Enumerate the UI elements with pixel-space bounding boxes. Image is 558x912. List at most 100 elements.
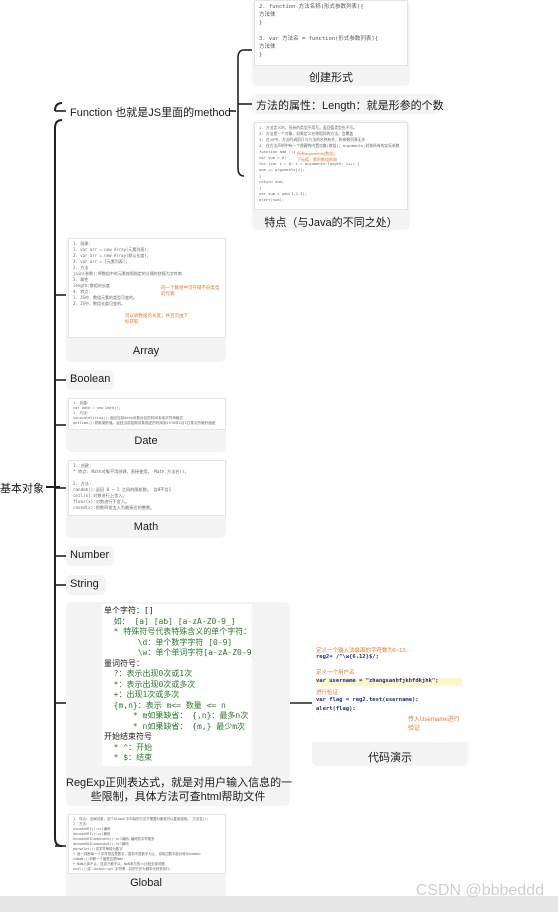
global-text-line: eval():讲 JavaScript 字符串，并把它作为脚本代码来执行。 xyxy=(73,867,173,871)
array-text-line: 4. 特点: xyxy=(73,289,91,294)
function-feature-caption: 特点（与Java的不同之处） xyxy=(264,217,398,229)
global-text-line: encodeURI():url编码 xyxy=(73,827,111,831)
feature-code-line: sum += arguments[i]; xyxy=(259,167,305,172)
array-node[interactable]: 1. 创建: 1. var arr = new Array(元素列表); 2. … xyxy=(66,238,226,362)
feature-code-line: 4. 在方法声明中有一个隐藏的内置对象(数组)，arguments,封装所有的实… xyxy=(259,143,400,148)
math-thumb: 1. 创建: * 特点: Math对象不用创建，直接使用。 Math.方法名()… xyxy=(68,460,226,516)
array-thumb: 1. 创建: 1. var arr = new Array(元素列表); 2. … xyxy=(68,238,226,338)
regexp-demo-card[interactable]: 定义一个输入法最面的字符数为6~12。 reg2= /^\w{6,12}$/; … xyxy=(312,642,468,766)
global-text-line: * 逐一判断每一个字符是否是数字，直到不是数字为止，将前边数字部分转为numbe… xyxy=(73,852,202,856)
array-text-line: 3. var arr = [元素列表]; xyxy=(73,259,128,264)
root-node: 基本对象 xyxy=(0,483,44,495)
array-text-line: join(参数):将数组中的元素按照指定的分隔符拼接为字符串 xyxy=(73,271,182,276)
demo-note-3: 进行检证 xyxy=(316,690,339,696)
demo-code-3: var flag = reg2.test(username); xyxy=(316,697,419,703)
regexp-rule-line: \d：单个数字字符 [0-9] xyxy=(104,637,233,647)
array-text-line: 1. JS中，数组元素的类型可变的。 xyxy=(73,295,138,300)
global-caption: Global xyxy=(130,877,162,889)
array-text-line: 2. JS中，数组长度可变的。 xyxy=(73,301,126,306)
regexp-rule-line: 单个字符：[] xyxy=(104,606,154,615)
array-note-2: 可以调数组的长度，并且可由下标获取 xyxy=(125,313,188,324)
feature-code-line: 2. 方法是一个对象，如果定义名称相同的方法，会覆盖 xyxy=(259,131,354,136)
function-length-property[interactable]: 方法的属性：Length：就是形参的个数 xyxy=(252,94,444,114)
array-text-line: 1. 创建: xyxy=(73,241,91,246)
regexp-rule-line: 量词符号： xyxy=(104,658,144,668)
array-text-line: 3. 属性 xyxy=(73,277,89,282)
regexp-caption-line1: RegExp正则表达式，就是对用户输入信息的一 xyxy=(66,777,293,789)
feature-code-line: function add (){ xyxy=(259,149,296,154)
regexp-rule-line: +：出现1次或多次 xyxy=(104,690,180,699)
string-node[interactable]: String xyxy=(66,575,106,595)
create-code-line: } xyxy=(259,20,263,26)
global-text-line: 1. 特点: 全局对象，这个Global中封装的方法不需要对象就可以直接调用。 … xyxy=(73,817,209,821)
global-text-line: encodeURIComponent():url编码,编码的字符更多 xyxy=(73,837,155,841)
feature-code-line: var sum = add(1,2,3); xyxy=(259,191,308,196)
date-text-line: var date = new Date(); xyxy=(73,406,121,410)
regexp-rule-line: * 特殊符号代表特殊含义的单个字符： xyxy=(104,627,252,636)
array-caption: Array xyxy=(132,345,160,357)
array-text-line: length:数组的长度 xyxy=(73,283,110,288)
regexp-rule-line: * ^：开始 xyxy=(104,742,153,752)
boolean-label: Boolean xyxy=(70,373,111,385)
create-code-line xyxy=(259,27,403,35)
date-text-line: toLocaleString():返回当前date对象对应的时间本地字符串格式 xyxy=(73,416,184,420)
math-text-line: 2. 方法: xyxy=(73,481,92,486)
create-code-line: 3. var 方法名 = function(形式参数列表){ xyxy=(259,36,379,42)
math-text-line: 1. 创建: xyxy=(73,463,92,468)
date-node[interactable]: 1. 创建: var date = new Date();2. 方法: toLo… xyxy=(66,398,226,452)
regexp-rule-line: * $：结束 xyxy=(104,753,153,762)
feature-code-line: } xyxy=(259,185,262,190)
math-text-line: * 特点: Math对象不用创建，直接使用。 Math.方法名(); xyxy=(73,469,188,474)
date-thumb: 1. 创建: var date = new Date();2. 方法: toLo… xyxy=(68,398,226,430)
feature-code-line: } xyxy=(259,173,262,178)
global-node[interactable]: 1. 特点: 全局对象，这个Global中封装的方法不需要对象就可以直接调用。 … xyxy=(66,814,226,912)
feature-code-line: alert(sum); xyxy=(259,197,285,202)
regexp-rule-line: 开始结束符号 xyxy=(104,732,152,741)
global-text-line: decodeURIComponent():url解码 xyxy=(73,842,129,846)
regexp-caption-line2: 些限制，具体方法可查html帮助文件 xyxy=(90,791,266,803)
array-text-line: 2. var arr = new Array(默认长度); xyxy=(73,253,150,258)
feature-code-line: var sum = 0; xyxy=(259,155,287,160)
global-text-line: 2. 方法: xyxy=(73,822,88,826)
function-node[interactable]: Function 也就是JS里面的method xyxy=(70,107,231,119)
regexp-demo-caption: 代码演示 xyxy=(368,752,412,764)
boolean-node[interactable]: Boolean xyxy=(66,370,114,390)
feature-code-line: return sum; xyxy=(259,179,285,184)
math-text-line: ceil(x):对数进行上舍入。 xyxy=(73,493,127,498)
regexp-rule-line: *：表示出现0次或多次 xyxy=(104,679,196,689)
global-text-line: parseInt():将字符串转为数字 xyxy=(73,847,123,851)
math-text-line: floor(x):对数进行下舍入。 xyxy=(73,499,130,504)
function-feature-card[interactable]: 1. 方法定义时，形参的类型不用写，返回值类型也不写。2. 方法是一个对象，如果… xyxy=(252,120,410,230)
regexp-rule-line: ?：表示出现0次或1次 xyxy=(104,669,193,678)
regexp-rule-line: 如： [a] [ab] [a-zA-Z0-9_] xyxy=(104,616,236,626)
create-form-card[interactable]: 2. function 方法名称(形式参数列表){ 方法体 } 3. var 方… xyxy=(252,0,410,86)
demo-code-1: reg2= /^\w{6,12}$/; xyxy=(316,654,379,660)
regexp-node[interactable]: 单个字符：[] 如： [a] [ab] [a-zA-Z0-9_] * 特殊符号代… xyxy=(66,602,293,806)
create-form-caption: 创建形式 xyxy=(309,72,353,84)
array-text-line: 1. var arr = new Array(元素列表); xyxy=(73,247,150,252)
number-label: Number xyxy=(70,549,110,561)
horizontal-scrollbar[interactable] xyxy=(0,896,558,912)
number-node[interactable]: Number xyxy=(66,546,114,566)
date-text-line: 1. 创建: xyxy=(73,401,89,405)
regexp-rule-line: * m如果缺省： {,n}：最多n次 xyxy=(104,711,249,720)
feature-note-2: 下标值，累积数组的和 xyxy=(297,157,337,162)
math-node[interactable]: 1. 创建: * 特点: Math对象不用创建，直接使用。 Math.方法名()… xyxy=(66,460,226,538)
feature-code-line: for (var i = 0; i < arguments.length; i+… xyxy=(259,161,360,166)
math-text-line: random():返回 0 ~ 1 之间的随机数。 含0不含1 xyxy=(73,487,172,492)
function-length-label: 方法的属性：Length：就是形参的个数 xyxy=(256,100,444,112)
demo-code-2: var username = "zhangsanhfjkhfdkjhk"; xyxy=(316,678,462,686)
feature-code-line: 1. 方法定义时，形参的类型不用写，返回值类型也不写。 xyxy=(259,125,357,130)
create-form-code-thumb: 2. function 方法名称(形式参数列表){ 方法体 } 3. var 方… xyxy=(254,0,408,66)
regexp-demo-thumb: 定义一个输入法最面的字符数为6~12。 reg2= /^\w{6,12}$/; … xyxy=(312,642,468,742)
math-text-line: round(x):把数四舍五入为最接近的整数。 xyxy=(73,505,155,510)
array-note-1: 同一个数组中可存储不同类型的元素 xyxy=(161,285,220,296)
demo-note-2: 定义一个用户名 xyxy=(316,670,355,676)
regexp-rule-line: * n如果缺省： {m,} 最少m次 xyxy=(104,721,246,731)
watermark: CSDN @bbbeddd xyxy=(415,882,544,899)
function-feature-thumb: 1. 方法定义时，形参的类型不用写，返回值类型也不写。2. 方法是一个对象，如果… xyxy=(254,122,408,210)
demo-code-4: alert(flag); xyxy=(316,706,356,712)
global-text-line: * NaN六亲不认，连自己都不认。NaN参与的==比较全部问题 xyxy=(73,862,165,866)
global-text-line: decodeURI():url解码 xyxy=(73,832,111,836)
